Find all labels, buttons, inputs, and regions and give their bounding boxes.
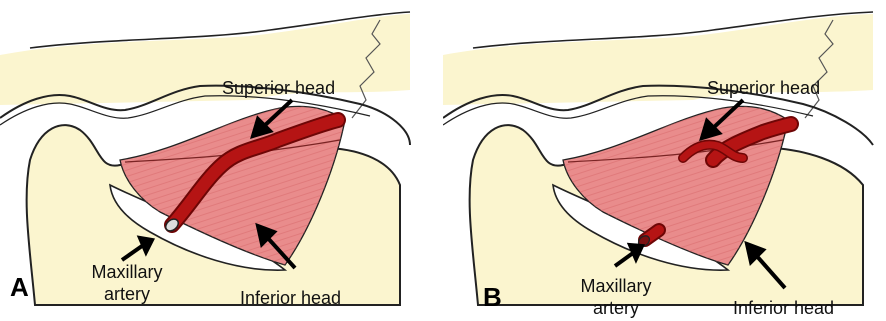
inferior-head-label: Inferior head [733, 298, 834, 318]
anatomy-illustration-b [443, 0, 886, 321]
superior-head-label: Superior head [707, 78, 820, 98]
superior-head-label: Superior head [222, 78, 335, 98]
panel-letter-a: A [10, 272, 29, 303]
maxillary-artery-label-line2: artery [571, 298, 661, 318]
maxillary-artery-label-line1: Maxillary [571, 276, 661, 296]
panel-a: Superior head Inferior head Maxillary ar… [0, 0, 443, 321]
panel-b: Superior head Inferior head Maxillary ar… [443, 0, 886, 321]
inferior-head-label: Inferior head [240, 288, 341, 308]
skull-bone [0, 14, 410, 105]
anatomy-illustration-a [0, 0, 443, 321]
maxillary-artery-label-line1: Maxillary [82, 262, 172, 282]
panel-letter-b: B [483, 282, 502, 313]
maxillary-artery-label-line2: artery [82, 284, 172, 304]
